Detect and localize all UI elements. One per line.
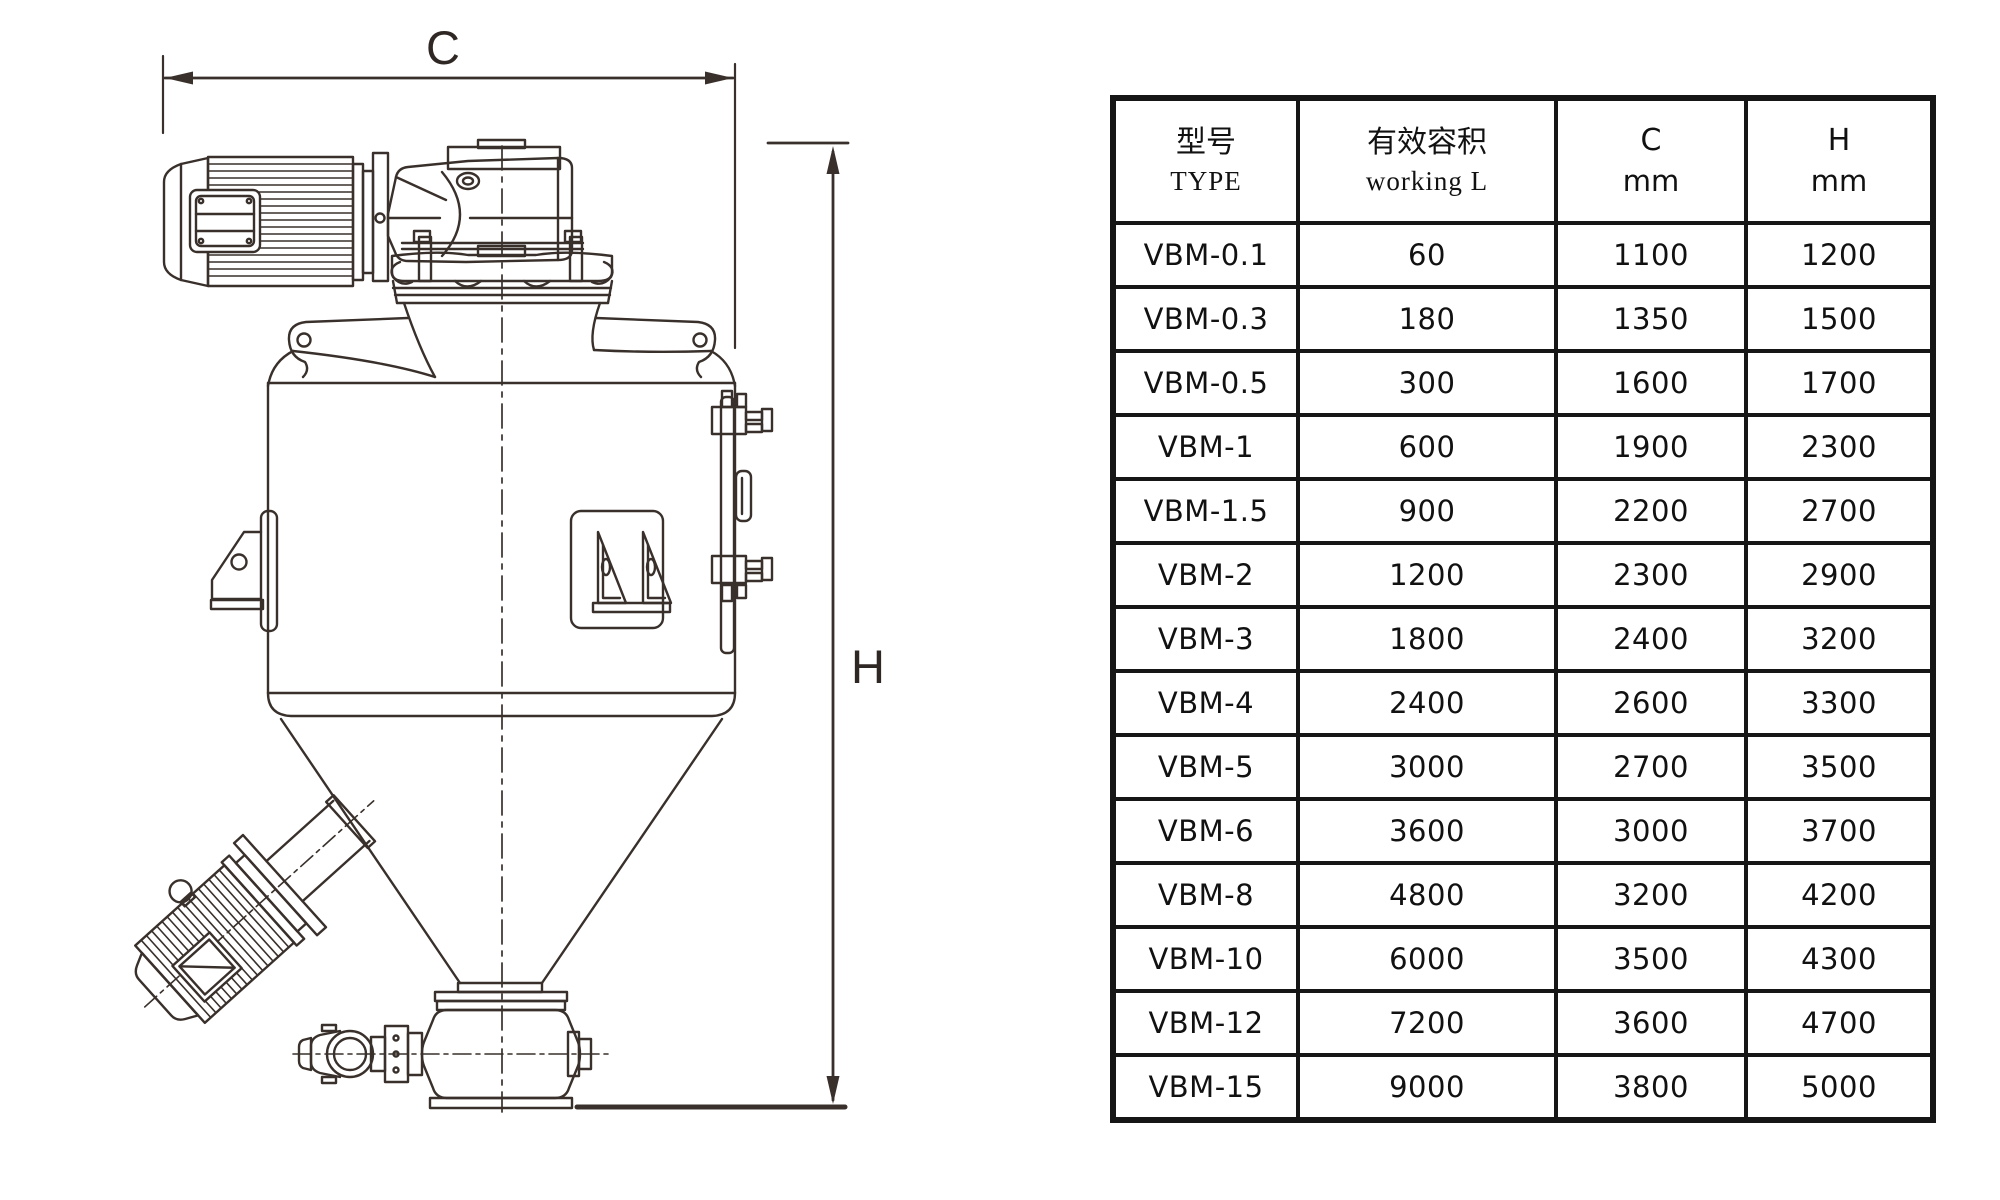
table-cell: 2400: [1554, 605, 1748, 673]
table-cell: VBM-10: [1111, 925, 1300, 993]
table-cell: 4700: [1744, 989, 1935, 1057]
table-cell: 1700: [1744, 349, 1935, 417]
vessel-body: [266, 381, 737, 718]
dimension-c: [161, 54, 737, 350]
table-cell: 6000: [1296, 925, 1558, 993]
mixer-technical-drawing: C H: [134, 21, 885, 1113]
column-header-h-mm: H mm: [1744, 96, 1935, 225]
table-cell: 1200: [1744, 221, 1935, 289]
table-cell: 1100: [1554, 221, 1748, 289]
table-cell: 1350: [1554, 285, 1748, 353]
table-cell: 4800: [1296, 861, 1558, 929]
table-cell: 3700: [1744, 797, 1935, 865]
table-cell: 3200: [1744, 605, 1935, 673]
dim-c-label: C: [426, 21, 460, 74]
left-mounting-lug: [209, 509, 279, 633]
table-cell: 3000: [1296, 733, 1558, 801]
table-cell: 7200: [1296, 989, 1558, 1057]
table-cell: 2700: [1554, 733, 1748, 801]
table-cell: 1800: [1296, 605, 1558, 673]
table-cell: 3800: [1554, 1053, 1748, 1122]
discharge-valve: [292, 981, 613, 1110]
table-cell: 3600: [1554, 989, 1748, 1057]
column-header-c-mm: C mm: [1554, 96, 1748, 225]
table-cell: VBM-0.3: [1111, 285, 1300, 353]
table-cell: 5000: [1744, 1053, 1935, 1122]
table-cell: VBM-6: [1111, 797, 1300, 865]
table-cell: 4200: [1744, 861, 1935, 929]
table-cell: VBM-1.5: [1111, 477, 1300, 545]
table-cell: VBM-4: [1111, 669, 1300, 737]
table-cell: VBM-15: [1111, 1053, 1300, 1122]
dimension-h: [766, 141, 850, 1104]
dim-h-label: H: [851, 640, 885, 693]
table-cell: 60: [1296, 221, 1558, 289]
table-cell: 3300: [1744, 669, 1935, 737]
table-cell: 2200: [1554, 477, 1748, 545]
top-cover: [390, 229, 614, 305]
table-cell: 1200: [1296, 541, 1558, 609]
table-cell: 1500: [1744, 285, 1935, 353]
table-cell: 3500: [1554, 925, 1748, 993]
table-cell: 180: [1296, 285, 1558, 353]
table-header-row: 型号 TYPE 有效容积 working L C mm H mm: [1111, 96, 1935, 225]
table-cell: 2700: [1744, 477, 1935, 545]
table-cell: 3200: [1554, 861, 1748, 929]
column-header-type: 型号 TYPE: [1111, 96, 1300, 225]
table-cell: 3600: [1296, 797, 1558, 865]
table-cell: 2300: [1554, 541, 1748, 609]
table-cell: VBM-12: [1111, 989, 1300, 1057]
gusset-pad: [569, 509, 673, 630]
table-cell: 2900: [1744, 541, 1935, 609]
table-cell: 1600: [1554, 349, 1748, 417]
table-cell: 9000: [1296, 1053, 1558, 1122]
table-cell: 1900: [1554, 413, 1748, 481]
column-header-working-volume: 有效容积 working L: [1296, 96, 1558, 225]
table-cell: 600: [1296, 413, 1558, 481]
table-cell: 4300: [1744, 925, 1935, 993]
table-cell: VBM-8: [1111, 861, 1300, 929]
table-cell: 3500: [1744, 733, 1935, 801]
spec-table: 型号 TYPE 有效容积 working L C mm H mm VBM-0.1…: [1110, 95, 1936, 1123]
table-cell: 300: [1296, 349, 1558, 417]
table-cell: 900: [1296, 477, 1558, 545]
table-cell: VBM-1: [1111, 413, 1300, 481]
table-cell: 2300: [1744, 413, 1935, 481]
table-cell: VBM-0.5: [1111, 349, 1300, 417]
table-cell: VBM-3: [1111, 605, 1300, 673]
table-cell: 2400: [1296, 669, 1558, 737]
cone-hopper: [279, 717, 724, 985]
table-cell: 3000: [1554, 797, 1748, 865]
table-cell: 2600: [1554, 669, 1748, 737]
table-cell: VBM-0.1: [1111, 221, 1300, 289]
table-cell: VBM-5: [1111, 733, 1300, 801]
side-gearmotor: [134, 794, 377, 1025]
table-cell: VBM-2: [1111, 541, 1300, 609]
door-clamp-hardware: [710, 389, 774, 655]
top-gearmotor: [162, 138, 574, 288]
